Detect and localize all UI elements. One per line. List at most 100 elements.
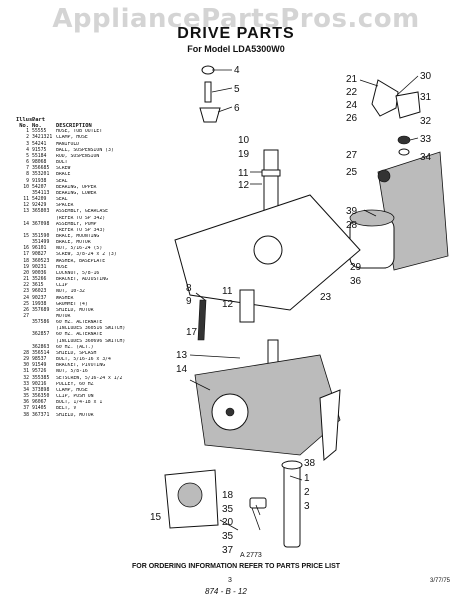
part-description: WASHER [56,295,74,301]
illus-number: 18 [23,258,29,264]
callout-30: 30 [420,71,432,82]
table-row: (REFER TO SP 342) [16,216,166,222]
part-description: PULLEY, 60 HZ [56,381,94,387]
callout-21: 21 [346,74,358,85]
pump-impeller-part [177,482,203,508]
callout-35: 35 [222,504,234,515]
part-number: 96023 [32,289,47,295]
callout-1: 1 [304,473,310,484]
part-number: 92429 [32,203,47,209]
part-number: 360523 [32,258,50,264]
part-number: 91575 [32,147,47,153]
callout-37: 37 [222,545,234,556]
illus-number: 8 [26,172,29,178]
callout-18: 18 [222,490,234,501]
part-description: (REFER TO SP 343) [56,227,106,233]
callout-36: 36 [350,276,362,287]
callout-2: 2 [304,487,310,498]
leader-line [289,475,303,481]
part-description: WASHER, BASEPLATE [56,258,106,264]
part-number: 95726 [32,369,47,375]
callout-14: 14 [176,364,188,375]
part-number: 362857 [32,332,50,338]
illus-number: 27 [23,314,29,319]
leader-line [395,75,419,97]
illus-number: 10 [23,184,29,190]
part-number: 355385 [32,375,50,381]
table-header-row-2: No. No. DESCRIPTION [16,123,166,129]
part-number: 98537 [32,357,47,363]
illus-number: 25 [23,301,29,307]
part-number: 351499 [32,240,50,246]
part-number: 354113 [32,190,50,196]
table-row: (INCLUDES 360516 SWITCH) [16,326,166,332]
part-description: BALL, SUSPENSION (3) [56,147,114,153]
part-description: BELT, V [56,406,77,412]
page-number: 3 [228,577,232,584]
part-description: BEARING, LOWER [56,190,97,196]
part-number: 356514 [32,350,50,356]
illus-number: 4 [26,147,29,153]
handwritten-note: 874 - B - 12 [205,587,247,596]
part-description: SHIELD, MOTOR [56,307,94,313]
part-number: 373898 [32,387,50,393]
callout-4: 4 [234,65,240,76]
part-number: 356685 [32,166,50,172]
part-number: 90231 [32,264,47,270]
illus-number: 24 [23,295,29,301]
header-part: Part [32,117,45,123]
illus-number: 6 [26,160,29,166]
part-number: 91405 [32,406,47,412]
header-no: No. [19,123,29,130]
part-description: BRACE, MOUNTING [56,233,100,239]
hose-part [283,464,301,548]
callout-15: 15 [150,512,162,523]
part-description: 60 HZ. (ALT.) [56,344,94,350]
part-number: 96101 [32,246,47,252]
part-number: 367098 [32,221,50,227]
form-code: 3/77/75 [430,578,451,584]
callout-39: 39 [346,206,358,217]
callout-5: 5 [234,84,240,95]
motor-top-part [349,209,395,227]
part-description: LOCKNUT, 5/8-16 [56,270,100,276]
leader-line [189,354,241,359]
callout-34: 34 [420,152,432,163]
part-description: NUT, 5/16-24 (5) [56,246,103,252]
clip-part [249,497,267,509]
callout-8: 8 [186,283,192,294]
part-description: NUT, 5/8-16 [56,369,88,375]
part-description: ROD, SUSPENSION [56,153,100,159]
model-subtitle: For Model LDA5300W0 [187,44,285,54]
part-number: 91549 [32,363,47,369]
illus-number: 13 [23,209,29,215]
illus-number: 32 [23,375,29,381]
part-number: 54207 [32,184,47,190]
pulley-part [398,148,410,156]
part-description: BOLT [56,160,68,166]
callout-20: 20 [222,517,234,528]
callout-23: 23 [320,292,332,303]
illus-number: 21 [23,277,29,283]
bearing-upper-part [261,169,281,177]
part-number: 35266 [32,277,47,283]
